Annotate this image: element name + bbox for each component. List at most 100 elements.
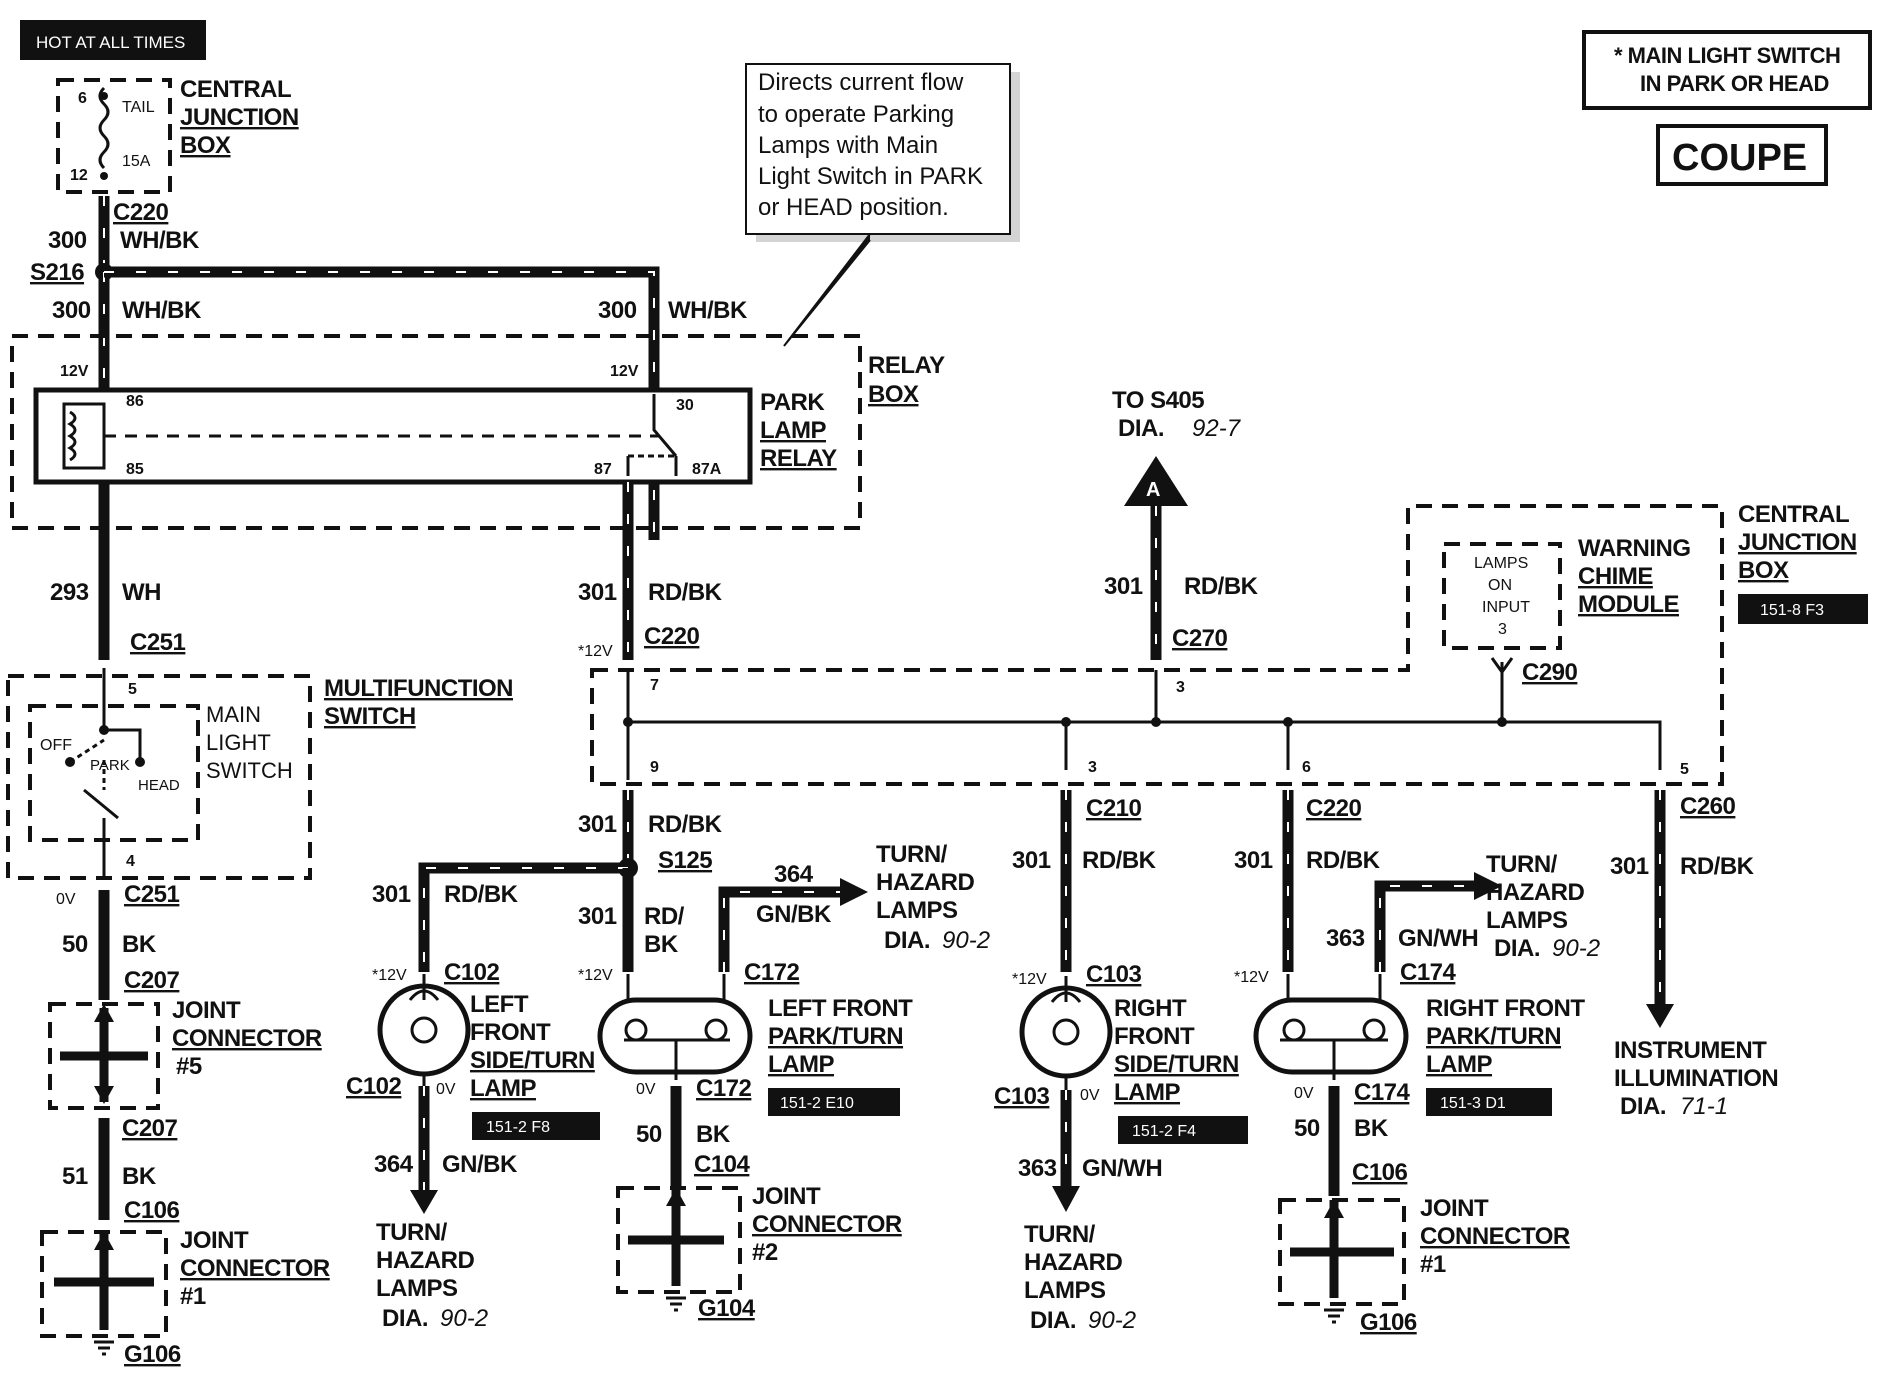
svg-text:151-8 F3: 151-8 F3 [1760, 602, 1824, 619]
connector-c174-top: C174 [1400, 959, 1457, 986]
svg-text:4: 4 [126, 853, 135, 870]
voltage-c251: 0V [56, 891, 76, 908]
wire-color-gnwh-bottom: GN/WH [1082, 1155, 1162, 1182]
svg-text:5: 5 [128, 681, 137, 698]
svg-text:A: A [1146, 479, 1160, 501]
svg-text:30: 30 [676, 397, 694, 414]
voltage-c172: *12V [578, 967, 613, 984]
wire-color-bk: BK [122, 931, 157, 958]
connector-c106-left: C106 [124, 1197, 180, 1224]
to-s405-dia: DIA. [1118, 415, 1164, 442]
svg-text:JOINT: JOINT [172, 997, 241, 1024]
voltage-c103-bottom: 0V [1080, 1087, 1100, 1104]
circuit-50-left: 50 [636, 1121, 662, 1148]
left-side-lamp-4: LAMP [470, 1075, 536, 1102]
turn-hazard-right-2: HAZARD [1486, 879, 1584, 906]
wire-301-branch-left [418, 790, 868, 972]
svg-text:12V: 12V [610, 363, 639, 380]
svg-text:MODULE: MODULE [1578, 591, 1679, 618]
wire-color-gnwh-right: GN/WH [1398, 925, 1478, 952]
connector-c260: C260 [1680, 793, 1736, 820]
instrument-illumination-2: ILLUMINATION [1614, 1065, 1778, 1092]
splice-s125: S125 [658, 847, 712, 874]
wire-color-rdbk-main: RD/BK [648, 579, 723, 606]
model-label-coupe: COUPE [1656, 124, 1828, 186]
ground-g106-left: G106 [124, 1341, 181, 1368]
right-side-lamp-ref: 151-2 F4 [1132, 1123, 1196, 1140]
wire-color-301a-left: RD/BK [444, 881, 519, 908]
svg-text:OFF: OFF [40, 737, 72, 754]
turn-hazard-bottom-left-dia: DIA. [382, 1305, 428, 1332]
to-s405-ref: 92-7 [1192, 415, 1242, 442]
circuit-300: 300 [48, 227, 87, 254]
svg-text:LAMP: LAMP [760, 417, 826, 444]
svg-text:CONNECTOR: CONNECTOR [1420, 1223, 1570, 1250]
svg-text:MAIN: MAIN [206, 702, 261, 727]
connector-c172-top: C172 [744, 959, 800, 986]
svg-text:15A: 15A [122, 153, 151, 170]
joint-connector-2: JOINT CONNECTOR #2 [616, 1183, 902, 1312]
hot-at-all-times-banner: HOT AT ALL TIMES [20, 20, 206, 60]
svg-text:to operate Parking: to operate Parking [758, 101, 954, 128]
svg-text:CENTRAL: CENTRAL [180, 76, 291, 103]
wire-color-bk-left: BK [696, 1121, 731, 1148]
right-park-lamp-3: LAMP [1426, 1051, 1492, 1078]
connector-c220-top: C220 [113, 199, 169, 226]
left-front-park-turn-lamp [597, 974, 753, 1080]
svg-text:12V: 12V [60, 363, 89, 380]
left-side-lamp-ref: 151-2 F8 [486, 1119, 550, 1136]
right-side-lamp-4: LAMP [1114, 1079, 1180, 1106]
right-front-park-turn-lamp [1253, 974, 1409, 1080]
svg-text:JUNCTION: JUNCTION [1738, 529, 1857, 556]
wire-301-c220-right [1282, 790, 1502, 972]
svg-text:6: 6 [78, 90, 87, 107]
central-junction-box-top: 6 12 TAIL 15A CENTRAL JUNCTION BOX [56, 76, 299, 194]
left-side-lamp-1: LEFT [470, 991, 529, 1018]
instrument-illumination-ref: 71-1 [1680, 1093, 1728, 1120]
turn-hazard-right-1: TURN/ [1486, 851, 1558, 878]
connector-c174-bottom: C174 [1354, 1079, 1411, 1106]
svg-text:86: 86 [126, 393, 144, 410]
right-side-lamp-2: FRONT [1114, 1023, 1195, 1050]
turn-hazard-bottom-right-ref: 90-2 [1088, 1307, 1136, 1334]
svg-text:3: 3 [1498, 621, 1507, 638]
right-park-lamp-2: PARK/TURN [1426, 1023, 1561, 1050]
svg-text:7: 7 [650, 677, 659, 694]
wire-color-whbk-left: WH/BK [122, 297, 202, 324]
circuit-300-left: 300 [52, 297, 91, 324]
svg-text:BOX: BOX [1738, 557, 1789, 584]
right-side-lamp-1: RIGHT [1114, 995, 1187, 1022]
turn-hazard-right-dia: DIA. [1494, 935, 1540, 962]
svg-text:JUNCTION: JUNCTION [180, 104, 299, 131]
svg-text:or HEAD position.: or HEAD position. [758, 194, 949, 221]
splice-s216: S216 [30, 259, 84, 286]
svg-text:6: 6 [1302, 759, 1311, 776]
svg-text:#5: #5 [176, 1053, 202, 1080]
instrument-illumination-1: INSTRUMENT [1614, 1037, 1767, 1064]
turn-hazard-bottom-right-3: LAMPS [1024, 1277, 1106, 1304]
left-park-lamp-ref: 151-2 E10 [780, 1095, 854, 1112]
svg-text:5: 5 [1680, 761, 1689, 778]
connector-c220-right: C220 [1306, 795, 1362, 822]
svg-text:SWITCH: SWITCH [206, 758, 293, 783]
wire-color-rdbk-left: RD/BK [648, 811, 723, 838]
svg-text:12: 12 [70, 167, 88, 184]
wire-color-gnbk-bottom: GN/BK [442, 1151, 518, 1178]
wire-color-301b-2: BK [644, 931, 679, 958]
callout-note: Directs current flow to operate Parking … [745, 63, 1020, 347]
connector-c220-mid: C220 [644, 623, 700, 650]
circuit-50: 50 [62, 931, 88, 958]
svg-text:HOT AT ALL TIMES: HOT AT ALL TIMES [36, 33, 185, 52]
connector-c106-right: C106 [1352, 1159, 1408, 1186]
joint-connector-5: JOINT CONNECTOR #5 [48, 997, 322, 1110]
svg-text:CONNECTOR: CONNECTOR [180, 1255, 330, 1282]
circuit-301-c260: 301 [1610, 853, 1649, 880]
turn-hazard-bottom-right-1: TURN/ [1024, 1221, 1096, 1248]
left-park-lamp-2: PARK/TURN [768, 1023, 903, 1050]
wire-301-c260 [1646, 790, 1674, 1028]
connector-c270: C270 [1172, 625, 1228, 652]
svg-text:HEAD: HEAD [138, 777, 180, 794]
svg-text:JOINT: JOINT [1420, 1195, 1489, 1222]
svg-text:SWITCH: SWITCH [324, 703, 416, 730]
svg-text:WARNING: WARNING [1578, 535, 1691, 562]
